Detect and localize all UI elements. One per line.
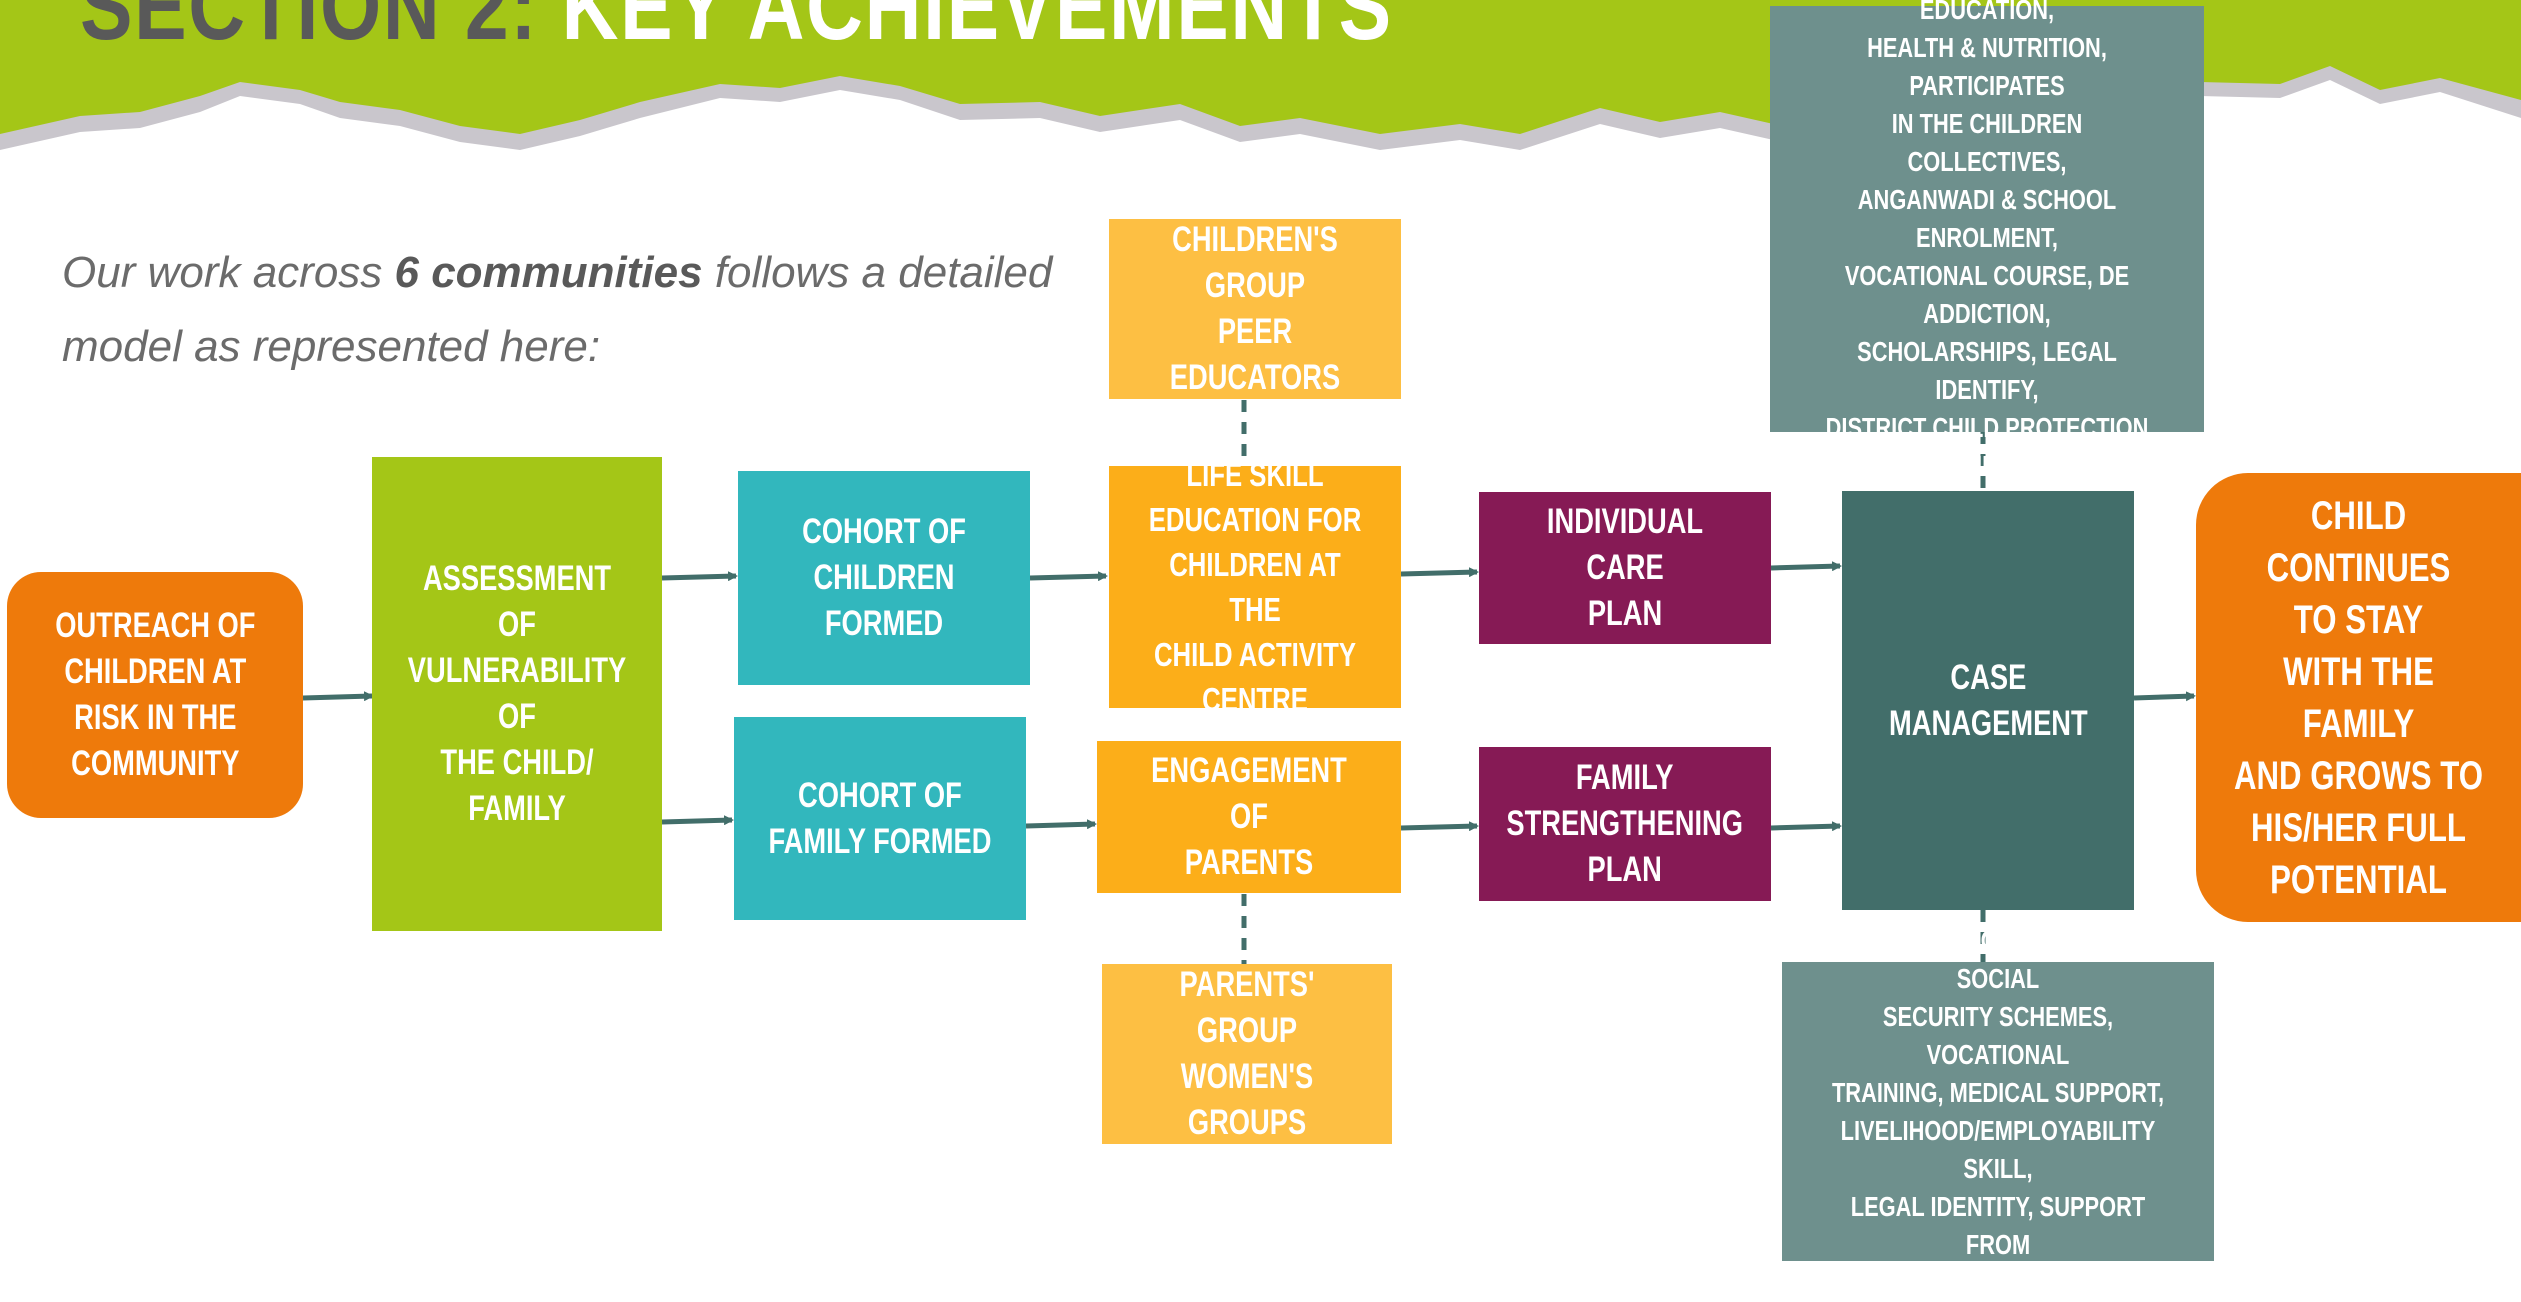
box-case-management-label: Case management — [1888, 657, 2088, 743]
box-support-family: Psycho-social support, social security s… — [1782, 925, 2214, 1298]
box-support-family-label: Psycho-social support, social security s… — [1831, 924, 2165, 1298]
box-outcome: Child continues to stay with the family … — [2196, 473, 2521, 922]
box-cohort-family-label: Cohort of family formed — [768, 775, 992, 861]
box-individual-care-plan: Individual care plan — [1479, 492, 1771, 644]
box-parents-group-label: Parents' group women's groups — [1179, 965, 1315, 1142]
box-life-skill-label: Life skill education for children at the… — [1148, 456, 1362, 718]
page-title: SECTION 2: KEY ACHIEVEMENTS — [80, 0, 1393, 62]
arrow-engagement-to-family-plan — [1400, 821, 1479, 832]
box-outreach-label: Outreach of children at risk in the comm… — [54, 606, 256, 783]
box-cohort-children: Cohort of children formed — [738, 471, 1030, 685]
box-engagement-parents-label: Engagement of parents — [1151, 751, 1347, 882]
box-childrens-group: Children's group peer educators — [1109, 219, 1401, 399]
arrow-assessment-to-cohort-family — [661, 815, 734, 826]
box-case-management: Case management — [1842, 491, 2134, 910]
arrow-care-plan-to-case-management — [1770, 561, 1842, 572]
box-cohort-children-label: Cohort of children formed — [802, 512, 966, 643]
arrow-life-skill-to-care-plan — [1400, 567, 1479, 578]
arrow-assessment-to-cohort-children — [661, 571, 738, 582]
box-support-children-label: Psycho-social support for children life … — [1825, 0, 2149, 557]
box-life-skill: Life skill education for children at the… — [1109, 456, 1401, 718]
box-individual-care-plan-label: Individual care plan — [1546, 502, 1704, 633]
box-outreach: Outreach of children at risk in the comm… — [7, 572, 303, 818]
box-cohort-family: Cohort of family formed — [734, 717, 1026, 920]
box-engagement-parents: Engagement of parents — [1097, 741, 1401, 893]
box-family-strengthening-plan-label: Family strengthening plan — [1506, 758, 1744, 889]
arrow-outreach-to-assessment — [302, 691, 374, 702]
box-family-strengthening-plan: Family strengthening plan — [1479, 747, 1771, 901]
box-assessment-label: Assessment of vulnerability of the child… — [407, 559, 627, 828]
arrow-family-plan-to-case-management — [1770, 821, 1842, 832]
intro-text-bold: 6 communities — [394, 248, 703, 297]
intro-text: Our work across 6 communities follows a … — [62, 236, 1122, 384]
intro-text-before: Our work across — [62, 248, 395, 297]
box-childrens-group-label: Children's group peer educators — [1169, 220, 1341, 397]
box-outcome-label: Child continues to stay with the family … — [2233, 493, 2484, 902]
box-support-children: Psycho-social support for children life … — [1770, 0, 2204, 557]
arrow-case-management-to-outcome — [2133, 691, 2196, 702]
title-key-achievements: KEY ACHIEVEMENTS — [561, 0, 1393, 60]
connector-lines — [302, 400, 2196, 964]
box-assessment: Assessment of vulnerability of the child… — [372, 457, 662, 931]
box-parents-group: Parents' group women's groups — [1102, 964, 1392, 1144]
arrow-cohort-children-to-life-skill — [1029, 571, 1108, 582]
intro-text-after: follows a detailed model as represented … — [62, 248, 1053, 371]
arrow-cohort-family-to-engagement — [1025, 819, 1097, 830]
title-section-label: SECTION 2: — [80, 0, 539, 60]
